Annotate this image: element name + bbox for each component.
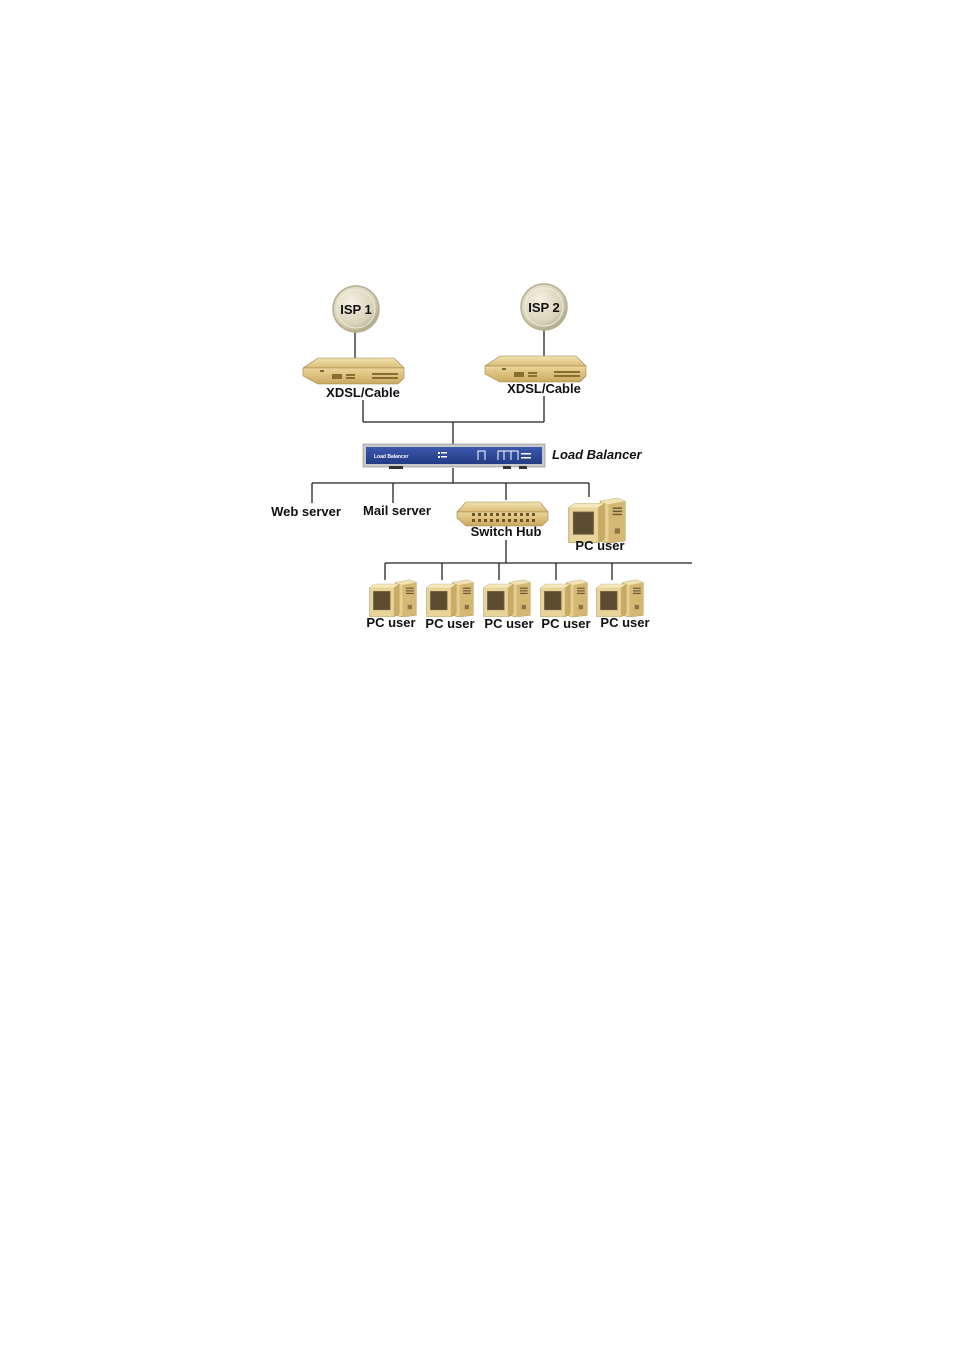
isp-2-node: ISP 2 <box>521 284 567 330</box>
modem-2-node: XDSL/Cable <box>485 356 586 396</box>
pc-user-node: PC user <box>597 580 650 630</box>
pc-user-label: PC user <box>425 616 474 631</box>
pc-user-node: PC user <box>484 580 534 631</box>
top-pc-node: PC user <box>569 498 625 553</box>
switch-hub-node: Switch Hub <box>457 502 548 539</box>
load-balancer-node: Load Balancer Load Balancer <box>363 444 643 469</box>
pc-user-node: PC user <box>366 580 416 630</box>
pc-user-label: PC user <box>484 616 533 631</box>
pc-user-node: PC user <box>541 580 591 631</box>
load-balancer-label: Load Balancer <box>552 447 643 462</box>
desktop-pc-icon <box>370 580 417 617</box>
isp-1-label: ISP 1 <box>340 302 372 317</box>
pc-user-label: PC user <box>541 616 590 631</box>
switch-hub-label: Switch Hub <box>471 524 542 539</box>
desktop-pc-icon <box>427 580 474 617</box>
modem-1-node: XDSL/Cable <box>303 358 404 400</box>
isp-2-label: ISP 2 <box>528 300 560 315</box>
desktop-pc-icon <box>484 580 531 617</box>
mail-server-label: Mail server <box>363 503 431 518</box>
top-pc-label: PC user <box>575 538 624 553</box>
switch-hub-icon <box>457 502 548 526</box>
pc-user-node: PC user <box>425 580 474 631</box>
modem-1-label: XDSL/Cable <box>326 385 400 400</box>
isp-1-node: ISP 1 <box>333 286 379 332</box>
modem-icon <box>485 356 586 382</box>
load-balancer-panel-text: Load Balancer <box>374 454 409 460</box>
load-balancer-device-icon: Load Balancer <box>363 444 545 469</box>
modem-2-label: XDSL/Cable <box>507 381 581 396</box>
modem-icon <box>303 358 404 384</box>
web-server-label: Web server <box>271 504 341 519</box>
desktop-pc-icon <box>569 498 625 543</box>
desktop-pc-icon <box>597 580 644 617</box>
pc-user-label: PC user <box>366 615 415 630</box>
pc-user-label: PC user <box>600 615 649 630</box>
desktop-pc-icon <box>541 580 588 617</box>
